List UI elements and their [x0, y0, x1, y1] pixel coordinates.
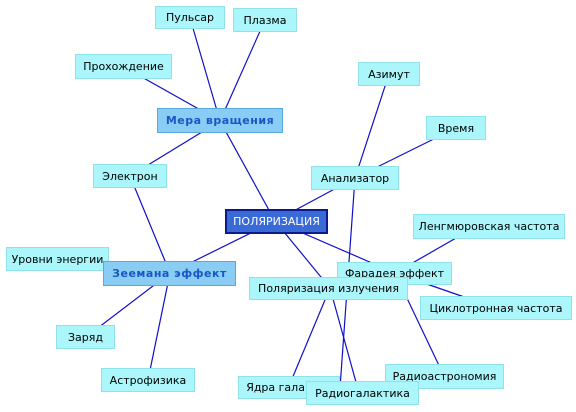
link-polyarizaciya-radiogalaktika	[329, 287, 360, 394]
node-elektron[interactable]: Электрон	[93, 164, 167, 188]
link-mera-pulsar	[189, 17, 221, 122]
node-faradeya-effekt[interactable]: Фарадея эффект	[337, 262, 452, 285]
node-mera-vrashcheniya[interactable]: Мера вращения	[157, 108, 283, 133]
node-polyarizaciya[interactable]: ПОЛЯРИЗАЦИЯ	[225, 209, 328, 234]
link-zeeman-astrofizika	[147, 272, 171, 381]
node-zaryad[interactable]: Заряд	[56, 325, 115, 349]
node-zeemana-effekt[interactable]: Зеемана эффект	[103, 261, 236, 286]
node-lengmyur[interactable]: Ленгмюровская частота	[413, 214, 565, 239]
node-vremya[interactable]: Время	[426, 116, 486, 140]
node-radiogalaktika[interactable]: Радиогалактика	[306, 381, 419, 405]
link-analizator-azimut	[354, 73, 390, 179]
node-polyarizaciya-izlucheniya[interactable]: Поляризация излучения	[249, 277, 408, 300]
node-astrofizika[interactable]: Астрофизика	[101, 368, 195, 392]
node-azimut[interactable]: Азимут	[358, 62, 420, 86]
node-urovni-energii[interactable]: Уровни энергии	[6, 247, 109, 271]
node-pulsar[interactable]: Пульсар	[155, 6, 225, 29]
node-ciklotronnaya-chastota[interactable]: Циклотронная частота	[420, 296, 572, 320]
link-center-mera	[219, 120, 276, 222]
link-mera-plazma	[219, 19, 266, 122]
link-zeeman-elektron	[129, 175, 171, 274]
link-polyarizaciya-yadra	[288, 287, 331, 387]
node-prohozhdenie[interactable]: Прохождение	[75, 54, 172, 79]
node-analizator[interactable]: Анализатор	[311, 166, 399, 190]
node-plazma[interactable]: Плазма	[233, 8, 297, 32]
